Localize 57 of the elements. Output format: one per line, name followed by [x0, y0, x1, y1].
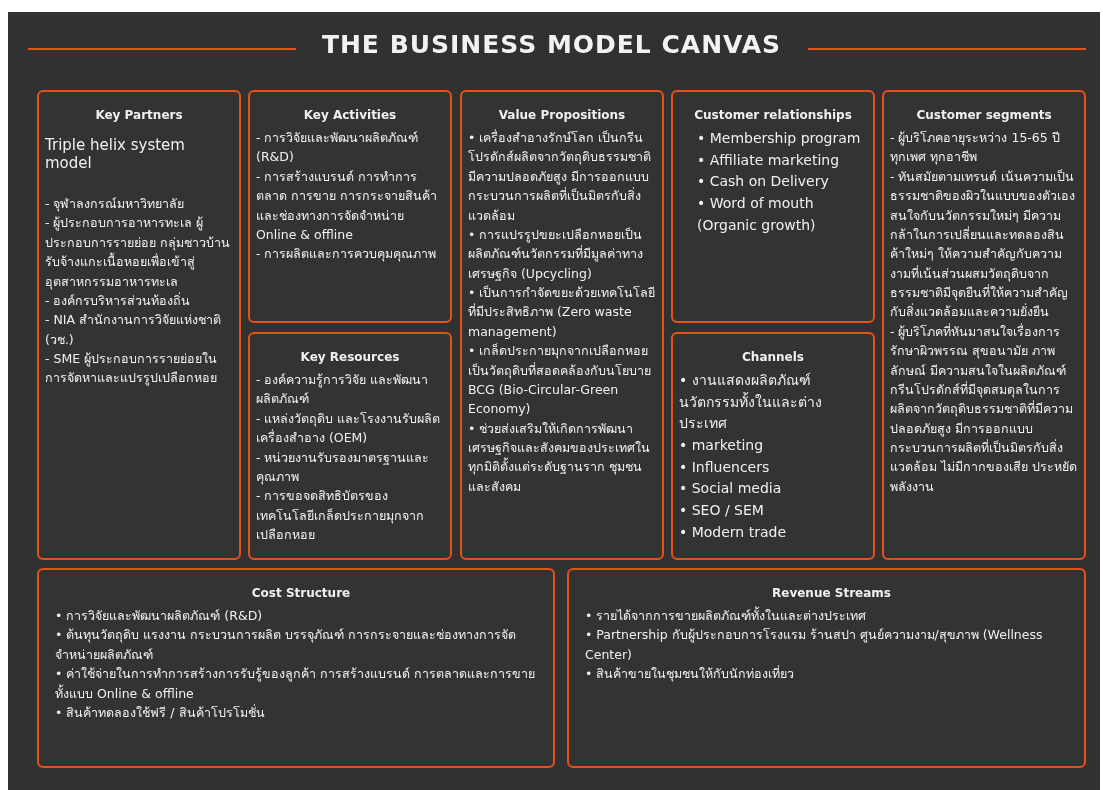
list-item: • Partnership กับผู้ประกอบการโรงแรม ร้านสปา ศูนย์ความงาม/สุขภาพ (Wellness Center): [585, 626, 1044, 664]
block-heading: Key Partners: [94, 108, 184, 122]
list-item: • ช่วยส่งเสริมให้เกิดการพัฒนาเศรษฐกิจและสังคมของประเทศในทุกมิติตั้งแต่ระดับฐานราก ชุมชน และสังคม: [468, 419, 651, 496]
list-item: • Modern trade: [679, 522, 787, 542]
list-item: • marketing: [679, 436, 765, 456]
list-item: - การวิจัยและพัฒนาผลิตภัณฑ์ (R&D): [256, 129, 420, 167]
canvas-block: [671, 90, 875, 323]
block-heading: Revenue Streams: [771, 586, 892, 600]
list-item: • Social media: [679, 479, 783, 499]
list-item: • Affiliate marketing: [696, 150, 841, 170]
list-item: - การผลิตและการควบคุมคุณภาพ: [256, 245, 438, 264]
list-item: • สินค้าทดลองใช้ฟรี / สินค้าโปรโมชั่น: [55, 703, 266, 722]
list-item: • เครื่องสำอางรักษ์โลก เป็นกรีนโปรดักส์ผลิตจากวัตถุดิบธรรมชาติมีความปลอดภัยสูง มีการออกแบบกระบวนการผลิตที่เป็นมิตรกับสิ่งแวดล้อม: [468, 128, 652, 225]
list-item: • การแปรรูปขยะเปลือกหอยเป็นผลิตภัณฑ์นวัตกรรมที่มีมูลค่าทางเศรษฐกิจ (Upcycling): [468, 225, 644, 283]
canvas-block: [671, 332, 875, 560]
list-item: • สินค้าขายในชุมชนให้กับนักท่องเที่ยว: [585, 664, 796, 684]
block-heading: Customer segments: [915, 108, 1053, 122]
list-item: - ผู้บริโภคที่หันมาสนใจเรื่องการรักษาผิวพรรณ สุขอนามัย ภาพลักษณ์ มีความสนใจในผลิตภัณฑ์กรีนโปรดักส์ที่มีจุดสมดุลในการผลิตจากวัตถุดิบธรรมชาติที่มีความปลอดภัยสูง มีการออกแบบกระบวนการผลิตที่เป็นมิตรกับสิ่งแวดล้อม ไม่มีกากของเสีย ประหยัดพลังงาน: [890, 322, 1078, 496]
list-item: • การวิจัยและพัฒนาผลิตภัณฑ์ (R&D): [55, 607, 264, 625]
block-heading: Key Resources: [299, 350, 401, 364]
canvas-block: [37, 90, 241, 560]
list-item: - จุฬาลงกรณ์มหาวิทยาลัย: [45, 195, 186, 214]
canvas-block: [248, 332, 452, 560]
title: THE BUSINESS MODEL CANVAS: [321, 30, 782, 59]
canvas-block: [882, 90, 1086, 560]
canvas-block: [567, 568, 1086, 768]
block-heading: Key Activities: [302, 108, 398, 122]
list-item: - หน่วยงานรับรองมาตรฐานและคุณภาพ: [256, 448, 431, 487]
list-item: - แหล่งวัตถุดิบ และโรงงานรับผลิตเครื่องสำอาง (OEM): [256, 409, 442, 448]
list-item: - การสร้างแบรนด์ การทำการตลาด การขาย การกระจายสินค้า และช่องทางการจัดจำหน่าย Online & offline: [256, 167, 438, 244]
list-item: • เป็นการกำจัดขยะด้วยเทคโนโลยีที่มีประสิทธิภาพ (Zero waste management): [468, 284, 656, 341]
list-item: - องค์กรบริหารส่วนท้องถิ่น: [45, 291, 192, 310]
list-item: - ทันสมัยตามเทรนด์ เน้นความเป็นธรรมชาติของผิวในแบบของตัวเอง สนใจกับนวัตกรรมใหม่ๆ มีความกล้าในการเปลี่ยนและทดลองสินค้าใหม่ๆ ให้ความสำคัญกับความงามที่เน้นส่วนผสมวัตถุดิบจากธรรมชาติมีจุดยืนที่ให้ความสำคัญกับสิ่งแวดล้อมและความยั่งยืน: [890, 167, 1076, 322]
list-item: - ผู้บริโภคอายุระหว่าง 15-65 ปี ทุกเพศ ทุกอาชีพ: [890, 129, 1061, 167]
list-item: - SME ผู้ประกอบการรายย่อยในการจัดหาและแปรรูปเปลือกหอย: [45, 350, 219, 388]
block-heading: Customer relationships: [693, 108, 853, 122]
list-item: • Influencers: [679, 457, 771, 477]
list-item: - การขอจดสิทธิบัตรของเทคโนโลยีเกล็ดประกายมุกจากเปลือกหอย: [256, 487, 425, 544]
list-item: • Cash on Delivery: [696, 172, 830, 192]
list-item: - ผู้ประกอบการอาหารทะเล ผู้ประกอบการรายย่อย กลุ่มชาวบ้านรับจ้างแกะเนื้อหอยเพื่อเข้าสู่อุตสาหกรรมอาหารทะเล: [45, 214, 231, 291]
list-item: - องค์ความรู้การวิจัย และพัฒนาผลิตภัณฑ์: [256, 371, 430, 409]
block-heading: Cost Structure: [250, 586, 352, 600]
list-item: • Word of mouth (Organic growth): [696, 194, 817, 235]
list-item: • เกล็ดประกายมุกจากเปลือกหอยเป็นวัตถุดิบที่สอดคล้องกับนโยบาย BCG (Bio-Circular-Green Economy): [468, 342, 652, 419]
list-item: • งานแสดงผลิตภัณฑ์นวัตกรรมทั้งในและต่างประเทศ: [679, 371, 823, 434]
list-item: • ต้นทุนวัตถุดิบ แรงงาน กระบวนการผลิต บรรจุภัณฑ์ การกระจายและช่องทางการจัดจำหน่ายผลิตภัณฑ์: [55, 626, 518, 664]
canvas-block: [248, 90, 452, 323]
list-item: - NIA สำนักงานการวิจัยแห่งชาติ (วช.): [45, 311, 223, 349]
list-item: • Membership program: [696, 129, 862, 148]
list-item: • ค่าใช้จ่ายในการทำการสร้างการรับรู้ของลูกค้า การสร้างแบรนด์ การตลาดและการขายทั้งแบบ Online & offline: [55, 665, 537, 703]
block-heading: Value Propositions: [497, 108, 627, 122]
subheading: Triple helix system model: [45, 136, 186, 172]
list-item: • SEO / SEM: [679, 501, 765, 521]
canvas-block: [37, 568, 555, 768]
canvas-block: [460, 90, 664, 560]
block-heading: Channels: [741, 350, 805, 364]
list-item: • รายได้จากการขายผลิตภัณฑ์ทั้งในและต่างประเทศ: [585, 606, 868, 625]
